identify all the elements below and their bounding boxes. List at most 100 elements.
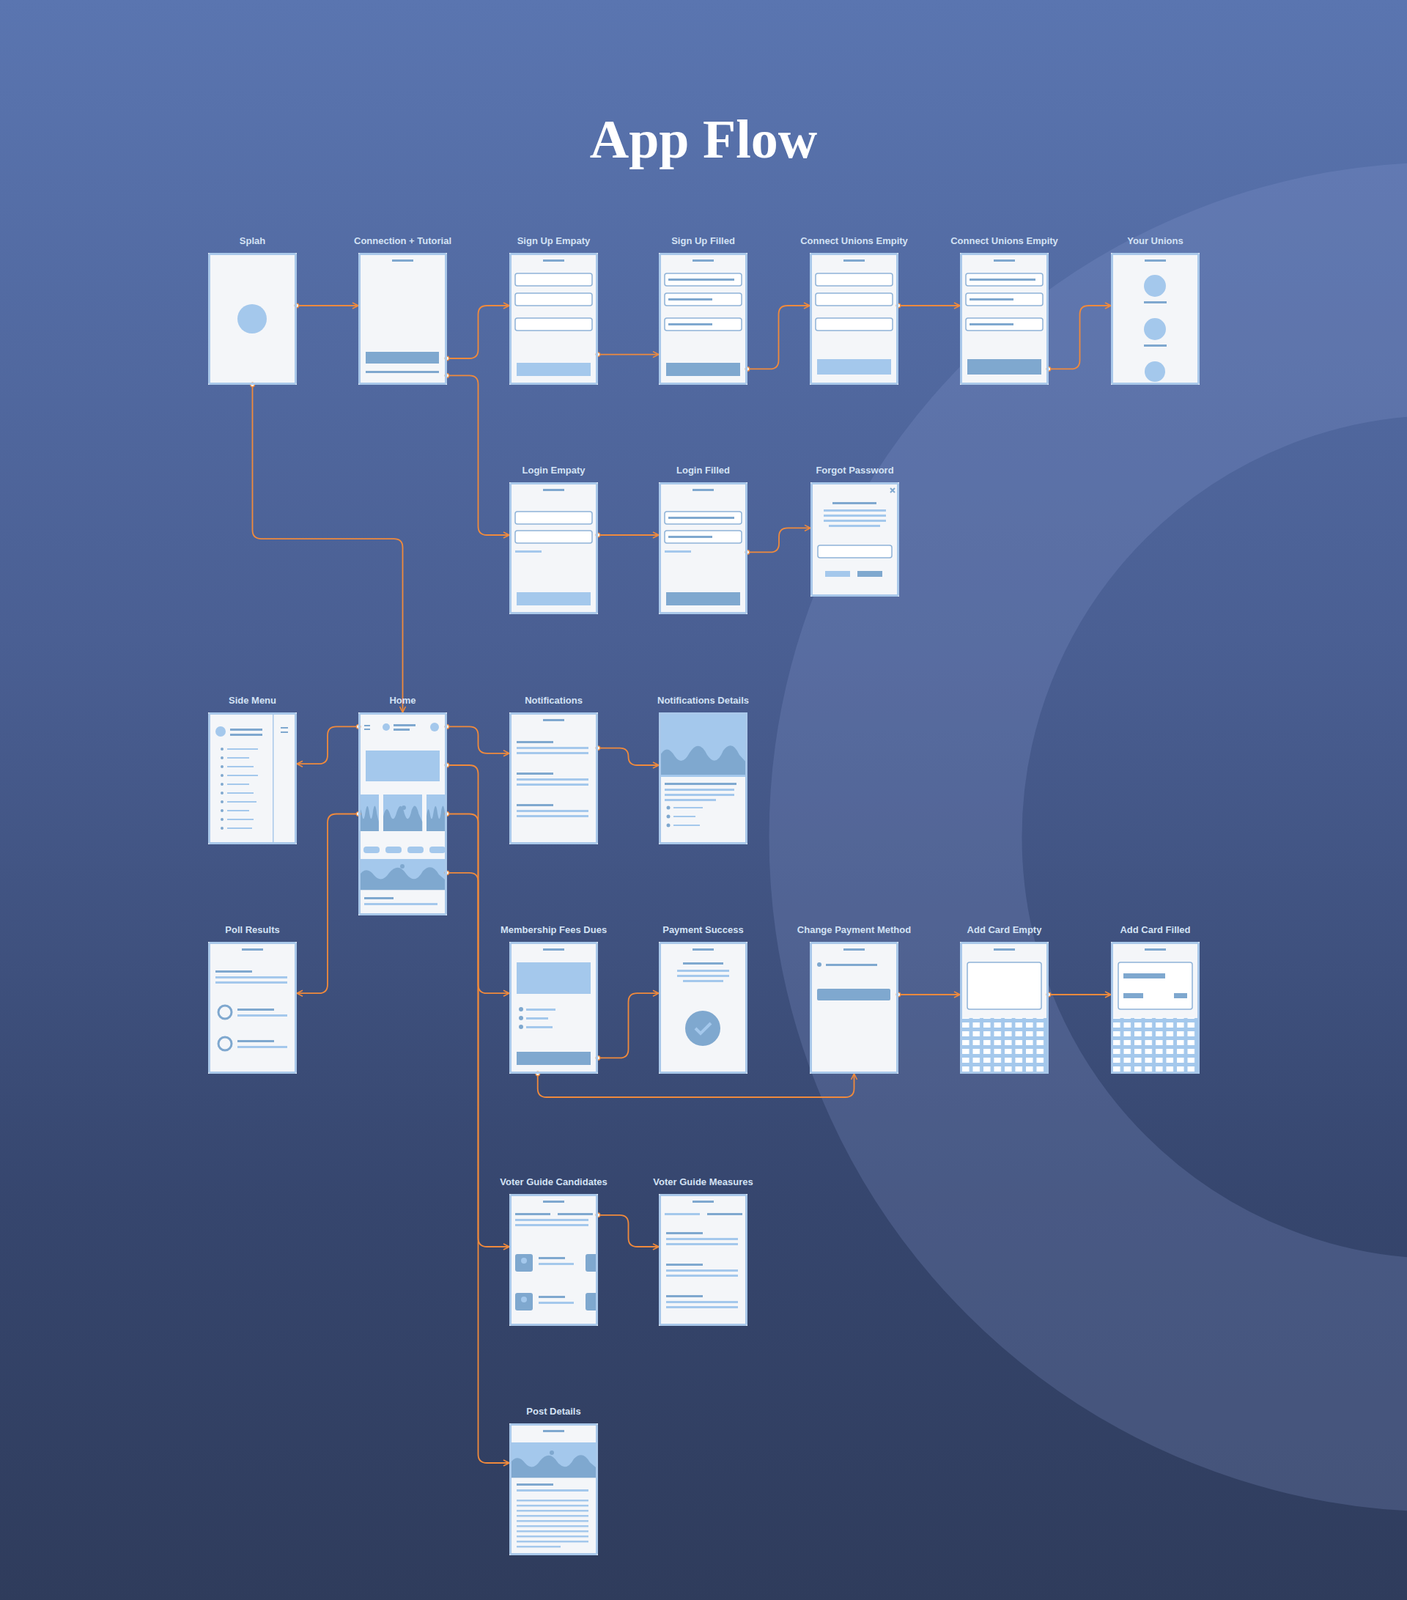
home-screen-part-part (401, 805, 406, 810)
detail-screen-part (673, 815, 696, 818)
login-screen-part (664, 511, 742, 524)
home-screen (358, 712, 448, 916)
menu-screen-part-part (220, 773, 224, 777)
menu-screen-part (280, 731, 288, 733)
detail-screen-part (666, 806, 671, 828)
splash-screen (208, 252, 297, 385)
screen-box: Sign Up Empaty (509, 252, 598, 385)
signup-screen-part (664, 318, 742, 331)
screen-label: Side Menu (228, 694, 277, 706)
poll-screen-part (237, 1039, 275, 1043)
screen-label: Voter Guide Candidates (499, 1176, 607, 1188)
connect-screen-part (967, 359, 1042, 375)
menu-screen-part-part (227, 809, 250, 812)
post-screen-part (516, 1483, 554, 1486)
splash-screen-part (237, 304, 267, 334)
card-screen (959, 941, 1049, 1074)
flow-connector (898, 304, 960, 307)
list-screen-part (516, 803, 554, 807)
screen-label: Payment Success (662, 924, 744, 936)
unions-screen-part (1144, 361, 1166, 382)
dialog-screen-part (825, 570, 851, 577)
voter-screen-part (538, 1256, 565, 1259)
home-screen-part-part (426, 805, 448, 832)
card-screen-part (967, 962, 1042, 1010)
flow-connector (898, 993, 960, 996)
screen-box: Membership Fees Dues (509, 941, 598, 1074)
screen-label: Sign Up Filled (671, 235, 736, 247)
fees-screen-part (518, 1006, 524, 1029)
unions-screen-part (1143, 344, 1167, 347)
post-screen-part-part (516, 1535, 589, 1538)
dialog-screen-part (810, 482, 900, 597)
voter-screen-part (666, 1242, 738, 1246)
voter-screen-part (509, 1193, 598, 1326)
menu-screen-part (227, 748, 258, 829)
signup-screen (658, 252, 748, 385)
connect-screen-part (965, 293, 1043, 306)
poll-screen-part (218, 1036, 232, 1051)
connect-screen-part (815, 273, 893, 286)
flow-connector (447, 872, 510, 1463)
voter-screen-part (515, 1292, 533, 1311)
signup-screen-part (668, 323, 713, 326)
voter-screen-part (515, 1218, 589, 1221)
detail-screen-part (699, 748, 704, 753)
home-screen-part (358, 712, 448, 916)
flow-connector (597, 534, 659, 536)
diagram-title: App Flow (0, 108, 1407, 171)
post-screen-part (516, 1499, 589, 1548)
voter-screen-part (666, 1231, 703, 1235)
signup-screen-part (666, 362, 741, 376)
screen-box: Connect Unions Empity (959, 252, 1049, 385)
voter-screen-part (538, 1262, 574, 1265)
connect-screen-part (969, 298, 1014, 301)
home-screen-part (364, 728, 371, 730)
fees-screen-part (509, 941, 598, 1074)
login-screen-part (664, 550, 692, 553)
signup-screen-part (664, 293, 742, 306)
signup-screen-part (658, 252, 748, 385)
list-screen-part (509, 712, 598, 845)
dialog-screen-part (890, 488, 895, 493)
screen-box: Payment Success (658, 941, 748, 1074)
post-screen-part (509, 1423, 598, 1556)
list-screen-part (516, 783, 589, 786)
home-screen-part (383, 794, 423, 832)
menu-screen-part-part (227, 765, 254, 768)
detail-screen-part (658, 745, 748, 775)
post-screen-part-part (516, 1524, 589, 1528)
screen-box: Poll Results (208, 941, 297, 1074)
flow-connector (597, 353, 659, 356)
home-screen-part (364, 896, 394, 900)
voter-screen-part (515, 1223, 589, 1226)
card-screen-part (1123, 992, 1144, 999)
menu-screen-part-part (220, 747, 224, 751)
screen-label: Connect Unions Empity (950, 235, 1059, 247)
flow-connector (447, 305, 510, 359)
connect-screen-part (965, 273, 1043, 286)
connect-screen (809, 252, 899, 385)
screen-label: Add Card Empty (967, 924, 1043, 936)
menu-screen-part-part (227, 800, 257, 803)
voter-screen-part (666, 1305, 738, 1309)
fees-screen-part (526, 1025, 553, 1029)
screen-box: Forgot Password (810, 482, 900, 597)
connect-screen-part (969, 278, 1036, 281)
card-screen-part (959, 1017, 1049, 1074)
menu-screen-part-part (220, 782, 224, 786)
card-screen-part (1110, 941, 1200, 1074)
card-screen-part (1173, 992, 1188, 999)
post-screen-part (509, 1454, 598, 1478)
screen-label: Home (389, 694, 416, 706)
login-screen-part (515, 530, 593, 544)
detail-screen (658, 712, 748, 845)
menu-screen-part (280, 726, 288, 729)
list-screen (509, 712, 598, 845)
dialog-screen-part (823, 519, 886, 522)
detail-screen-part-part (666, 814, 671, 819)
tutorial-screen-part (365, 351, 439, 364)
dialog-screen-part (828, 524, 881, 527)
post-screen-part (549, 1450, 555, 1455)
signup-screen-part (668, 298, 713, 301)
